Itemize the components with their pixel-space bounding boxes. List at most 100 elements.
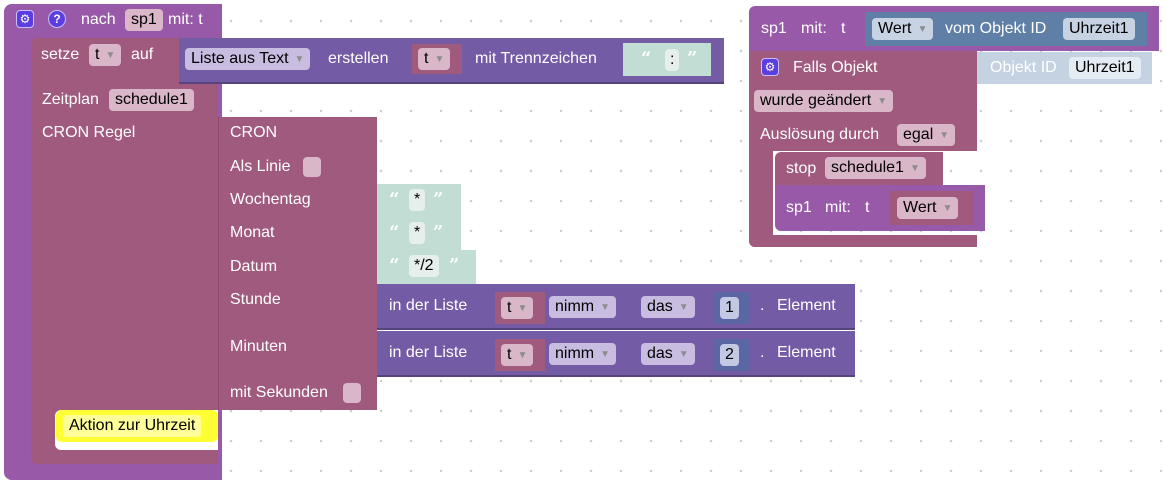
- as-line-label: Als Linie: [230, 158, 291, 175]
- index-field[interactable]: 1: [720, 297, 739, 319]
- mode-value: nimm: [555, 298, 595, 315]
- hour-label: Stunde: [230, 291, 281, 308]
- chevron-down-icon: ▼: [678, 349, 689, 360]
- gear-icon[interactable]: ⚙: [16, 10, 34, 28]
- seconds-checkbox[interactable]: [343, 383, 361, 403]
- chevron-down-icon: ▼: [877, 96, 888, 107]
- list-get-block-hour[interactable]: in der Liste t▼ nimm▼ das▼ 1 . Element: [377, 284, 855, 330]
- mode-value: nimm: [555, 345, 595, 362]
- gear-icon[interactable]: ⚙: [761, 58, 779, 76]
- stop-schedule-block[interactable]: stop schedule1▼: [775, 152, 943, 185]
- call-name: sp1: [761, 20, 787, 37]
- minutes-label: Minuten: [230, 338, 287, 355]
- chevron-down-icon: ▼: [434, 54, 445, 65]
- chevron-down-icon: ▼: [917, 24, 928, 35]
- variable-dropdown[interactable]: t▼: [418, 48, 451, 70]
- chevron-down-icon: ▼: [678, 302, 689, 313]
- schedule-label: Zeitplan: [42, 91, 99, 108]
- trigger-by-dropdown[interactable]: egal ▼: [897, 124, 956, 146]
- chevron-down-icon: ▼: [600, 302, 611, 313]
- seconds-label: mit Sekunden: [230, 384, 328, 401]
- procedure-name-field[interactable]: sp1: [125, 9, 163, 31]
- variable-get-block[interactable]: t▼: [495, 292, 545, 324]
- chevron-down-icon: ▼: [294, 54, 305, 65]
- element-label: Element: [777, 297, 836, 314]
- close-quote-icon: ”: [687, 48, 698, 69]
- variable-get-block[interactable]: t▼: [412, 44, 462, 74]
- where-dropdown[interactable]: das ▼: [641, 296, 695, 318]
- condition-value: wurde geändert: [760, 92, 872, 109]
- where-dropdown[interactable]: das ▼: [641, 343, 695, 365]
- value-attr-dropdown[interactable]: Wert▼: [872, 18, 934, 40]
- chevron-down-icon: ▼: [517, 350, 528, 361]
- mode-dropdown[interactable]: nimm ▼: [549, 296, 617, 318]
- variable-dropdown[interactable]: t▼: [501, 297, 534, 319]
- in-list-label: in der Liste: [389, 297, 468, 314]
- object-id-block[interactable]: Objekt ID Uhrzeit1: [977, 52, 1152, 84]
- get-value-block[interactable]: Wert▼ vom Objekt ID Uhrzeit1: [865, 12, 1147, 46]
- variable-value: t: [507, 299, 512, 316]
- set-label: setze: [41, 46, 80, 63]
- date-label: Datum: [230, 258, 278, 275]
- list-mode-dropdown[interactable]: Liste aus Text ▼: [185, 48, 311, 70]
- trigger-object-id-field[interactable]: Uhrzeit1: [1069, 57, 1141, 79]
- month-label: Monat: [230, 224, 275, 241]
- chevron-down-icon: ▼: [600, 349, 611, 360]
- chevron-down-icon: ▼: [909, 163, 920, 174]
- open-quote-icon: “: [641, 48, 652, 69]
- mode-dropdown[interactable]: nimm ▼: [549, 343, 617, 365]
- stop-target-value: schedule1: [831, 159, 904, 176]
- trigger-left-bar: [749, 51, 773, 247]
- value-get-block[interactable]: Wert▼: [890, 191, 974, 225]
- open-quote-icon: “: [389, 255, 400, 276]
- variable-dropdown[interactable]: t▼: [501, 344, 534, 366]
- number-block[interactable]: 1: [714, 292, 750, 324]
- list-from-text-block[interactable]: Liste aus Text▼ erstellen t▼ mit Trennze…: [179, 38, 724, 84]
- call-procedure-block[interactable]: sp1 mit: t Wert▼ vom Objekt ID Uhrzeit1: [749, 6, 1159, 51]
- where-value: das: [647, 345, 673, 362]
- object-id-label: Objekt ID: [990, 59, 1057, 76]
- where-value: das: [647, 298, 673, 315]
- weekday-field[interactable]: *: [409, 189, 426, 211]
- trigger-footer: [749, 235, 977, 247]
- inner-call-block[interactable]: sp1 mit: t Wert▼: [775, 185, 985, 231]
- set-variable-value: t: [95, 46, 100, 63]
- inner-value: Wert: [903, 199, 937, 216]
- text-block-weekday[interactable]: “ * ”: [377, 184, 461, 217]
- list-mode-value: Liste aus Text: [191, 50, 289, 67]
- procedure-header[interactable]: ⚙ ? nach sp1 mit: t: [4, 4, 222, 38]
- delimiter-field[interactable]: :: [665, 49, 680, 71]
- inner-value-dropdown[interactable]: Wert▼: [897, 197, 959, 219]
- close-quote-icon: ”: [449, 255, 460, 276]
- inner-call-name: sp1: [786, 199, 812, 216]
- dot-label: .: [760, 344, 765, 361]
- action-block[interactable]: Aktion zur Uhrzeit: [56, 410, 218, 442]
- chevron-down-icon: ▼: [939, 130, 950, 141]
- schedule-block[interactable]: [31, 84, 218, 464]
- set-variable-dropdown[interactable]: t▼: [89, 44, 122, 66]
- list-get-block-minutes[interactable]: in der Liste t▼ nimm▼ das▼ 2 . Element: [377, 331, 855, 377]
- index-field[interactable]: 2: [720, 344, 739, 366]
- variable-value: t: [507, 346, 512, 363]
- cron-block[interactable]: CRON Als Linie Wochentag Monat Datum Stu…: [218, 117, 377, 410]
- variable-get-block[interactable]: t▼: [495, 339, 545, 371]
- condition-dropdown[interactable]: wurde geändert ▼: [754, 90, 894, 112]
- delimiter-label: mit Trennzeichen: [475, 50, 597, 67]
- object-id-field[interactable]: Uhrzeit1: [1063, 18, 1135, 40]
- call-params-label: mit:: [801, 20, 827, 37]
- schedule-name-field[interactable]: schedule1: [109, 89, 194, 111]
- stop-target-dropdown[interactable]: schedule1 ▼: [825, 157, 926, 179]
- text-block-date[interactable]: “ */2 ”: [377, 250, 476, 284]
- text-block-month[interactable]: “ * ”: [377, 217, 461, 250]
- month-field[interactable]: *: [409, 222, 426, 244]
- inner-call-param: t: [865, 199, 870, 216]
- procedure-prefix: nach: [81, 11, 116, 28]
- date-field[interactable]: */2: [409, 255, 439, 277]
- trigger-by-value: egal: [903, 126, 934, 143]
- as-line-checkbox[interactable]: [303, 157, 321, 177]
- schedule-header[interactable]: Zeitplan schedule1: [31, 84, 218, 116]
- text-block-delimiter[interactable]: “ : ”: [623, 43, 711, 76]
- question-icon[interactable]: ?: [48, 10, 66, 28]
- set-variable-block[interactable]: setze t▼ auf: [31, 38, 181, 84]
- number-block[interactable]: 2: [714, 339, 750, 371]
